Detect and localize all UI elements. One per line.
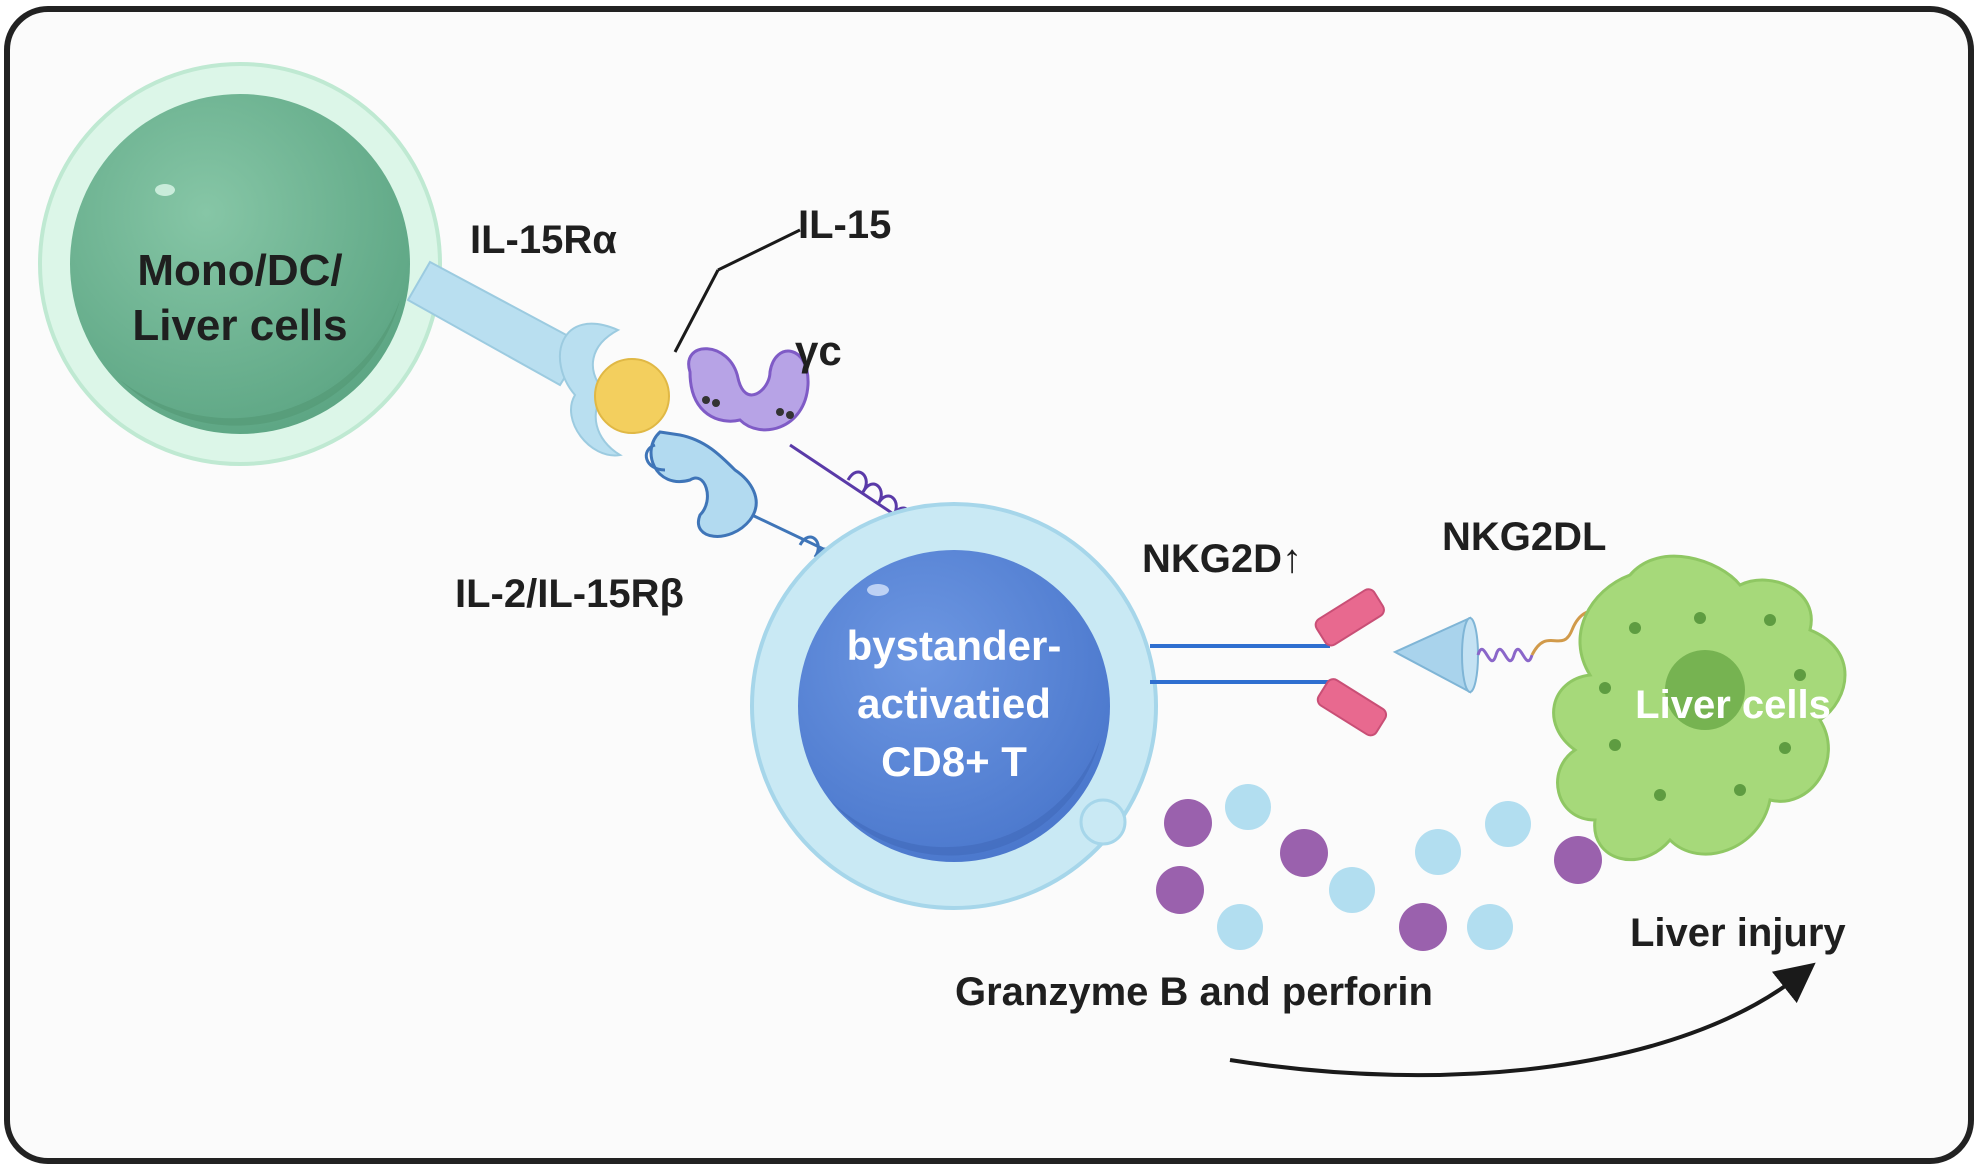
liver-injury-arrow (1229, 962, 1816, 1078)
perforin-granule (1225, 784, 1271, 830)
granule-cluster (1156, 784, 1602, 951)
tcell-label-line1: bystander- (847, 622, 1062, 669)
nkg2d-receptor (1150, 588, 1388, 737)
il15-leader-line (673, 269, 720, 353)
granzyme-granule (1164, 799, 1212, 847)
il2-il15rb-label: IL-2/IL-15Rβ (455, 572, 684, 616)
nkg2dl-ligand (1392, 608, 1603, 694)
il15-molecule (594, 358, 670, 434)
il15-label: IL-15 (798, 203, 891, 247)
liver-cells-label: Liver cells (1635, 683, 1831, 727)
perforin-granule (1217, 904, 1263, 950)
il15ra-label: IL-15Rα (470, 218, 617, 262)
granzyme-granule (1280, 829, 1328, 877)
il15ra-receptor (406, 260, 623, 457)
cd8-t-cell: bystander- activatied CD8+ T (750, 502, 1158, 910)
gamma-c-receptor (687, 347, 941, 547)
perforin-granule (1415, 829, 1461, 875)
il15-leader-line-2 (717, 228, 801, 272)
granzyme-granule (1554, 836, 1602, 884)
apc-label-line2: Liver cells (132, 301, 347, 350)
liver-cell: Liver cells (1552, 554, 1847, 862)
apc-cell: Mono/DC/ Liver cells (38, 62, 442, 466)
gamma-c-label: γc (795, 327, 842, 374)
liver-injury-label: Liver injury (1630, 911, 1846, 955)
granzyme-granule (1156, 866, 1204, 914)
perforin-granule (1467, 904, 1513, 950)
apc-label-line1: Mono/DC/ (137, 246, 342, 295)
granzyme-granule (1399, 903, 1447, 951)
nkg2d-label: NKG2D↑ (1142, 537, 1302, 581)
perforin-granule (1485, 801, 1531, 847)
perforin-granule (1329, 867, 1375, 913)
granzyme-perforin-label: Granzyme B and perforin (955, 970, 1433, 1014)
nkg2dl-label: NKG2DL (1442, 515, 1606, 559)
tcell-label-line3: CD8+ T (881, 738, 1027, 785)
tcell-label-line2: activatied (857, 680, 1051, 727)
